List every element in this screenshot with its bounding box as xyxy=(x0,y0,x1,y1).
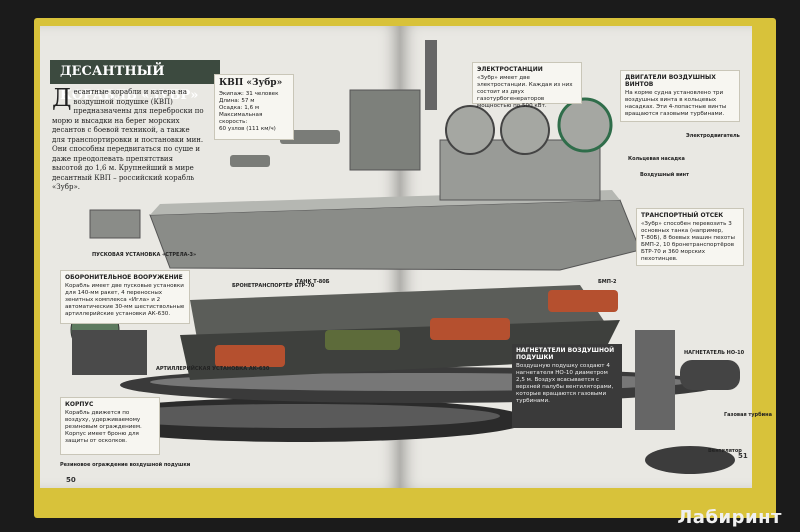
power-box: ЭЛЕКТРОСТАНЦИИ «Зубр» имеет две электрос… xyxy=(472,62,582,109)
kvp-specs-title: КВП «Зубр» xyxy=(219,78,283,88)
label-ring-nozzle: Кольцевая насадка xyxy=(628,156,685,162)
transport-box: ТРАНСПОРТНЫЙ ОТСЕК «Зубр» способен перев… xyxy=(636,208,744,266)
hull-box: КОРПУС Корабль движется по воздуху, удер… xyxy=(60,397,160,455)
btr-vehicle-1 xyxy=(215,345,285,367)
label-skirt: Резиновое ограждение воздушной подушки xyxy=(60,462,191,468)
inset-hovercraft-1 xyxy=(280,130,340,144)
lower-skirt-inner xyxy=(100,404,500,428)
drop-cap: Д xyxy=(52,84,72,112)
label-air-screw: Воздушный винт xyxy=(640,172,689,178)
kvp-spec-speed-label: Максимальная скорость: xyxy=(219,112,263,125)
btr-vehicle-2 xyxy=(430,318,510,340)
tank-vehicle xyxy=(325,330,400,350)
label-gas-turbine: Газовая турбина xyxy=(724,412,772,418)
hull-text: Корабль движется по воздуху, удерживаемо… xyxy=(65,410,142,444)
engines-box: ДВИГАТЕЛИ ВОЗДУШНЫХ ВИНТОВ На корме судн… xyxy=(620,70,740,122)
kvp-spec-speed-value: 60 узлов (111 км/ч) xyxy=(219,126,276,132)
mast xyxy=(425,40,437,110)
armament-box: ОБОРОНИТЕЛЬНОЕ ВООРУЖЕНИЕ Корабль имеет … xyxy=(60,270,190,324)
transport-text: «Зубр» способен перевозить 3 основных та… xyxy=(641,221,735,262)
inset-hovercraft-2 xyxy=(230,155,270,167)
main-hull xyxy=(149,199,641,271)
engines-title: ДВИГАТЕЛИ ВОЗДУШНЫХ ВИНТОВ xyxy=(625,74,716,88)
rocket-launcher xyxy=(89,209,141,239)
kvp-spec-length: Длина: 57 м xyxy=(219,98,255,104)
label-tank: ТАНК Т-80Б xyxy=(296,279,330,285)
labirint-watermark: Лабиринт xyxy=(677,507,782,528)
label-fan-no10: НАГНЕТАТЕЛЬ НО-10 xyxy=(684,350,745,356)
kvp-specs-box: КВП «Зубр» Экипаж: 31 человек Длина: 57 … xyxy=(214,74,294,140)
label-electric-motor: Электродвигатель xyxy=(686,133,740,139)
power-text: «Зубр» имеет две электростанции. Каждая … xyxy=(477,75,573,109)
label-strela: ПУСКОВАЯ УСТАНОВКА «СТРЕЛА-3» xyxy=(92,252,197,258)
fan-housing xyxy=(635,330,675,430)
page-title: ДЕСАНТНЫЙ КОРАБЛЬ «ЗУБР» xyxy=(50,60,220,103)
fans-title: НАГНЕТАТЕЛИ ВОЗДУШНОЙ ПОДУШКИ xyxy=(516,347,615,361)
gas-turbine xyxy=(680,360,740,390)
bmp-vehicle xyxy=(548,290,618,312)
transport-title: ТРАНСПОРТНЫЙ ОТСЕК xyxy=(641,212,724,219)
intro-body: есантные корабли и катера на воздушной п… xyxy=(52,88,204,191)
label-bmp: БМП-2 xyxy=(598,279,617,285)
label-artillery: АРТИЛЛЕРИЙСКАЯ УСТАНОВКА АК-630 xyxy=(156,366,270,372)
page-number-left: 50 xyxy=(66,476,76,484)
hull-title: КОРПУС xyxy=(65,401,94,408)
label-btr: БРОНЕТРАНСПОРТЁР БТР-70 xyxy=(232,283,315,289)
kvp-spec-crew: Экипаж: 31 человек xyxy=(219,91,279,97)
page-number-right: 51 xyxy=(738,452,748,460)
propeller-1 xyxy=(445,105,495,155)
propeller-2 xyxy=(500,105,550,155)
turret-base xyxy=(72,330,147,375)
kvp-spec-draft: Осадка: 1,6 м xyxy=(219,105,260,111)
fan-wheel xyxy=(645,446,735,474)
engines-text: На корме судна установлено три воздушных… xyxy=(625,90,727,117)
armament-text: Корабль имеет две пусковые установки для… xyxy=(65,283,185,317)
armament-title: ОБОРОНИТЕЛЬНОЕ ВООРУЖЕНИЕ xyxy=(65,274,183,281)
power-title: ЭЛЕКТРОСТАНЦИИ xyxy=(477,66,543,73)
propeller-3 xyxy=(557,97,613,153)
label-fan: Вентилятор xyxy=(708,448,742,454)
fans-box: НАГНЕТАТЕЛИ ВОЗДУШНОЙ ПОДУШКИ Воздушную … xyxy=(512,344,622,428)
bridge xyxy=(349,89,421,171)
fans-text: Воздушную подушку создают 4 нагнетателя … xyxy=(516,363,614,404)
